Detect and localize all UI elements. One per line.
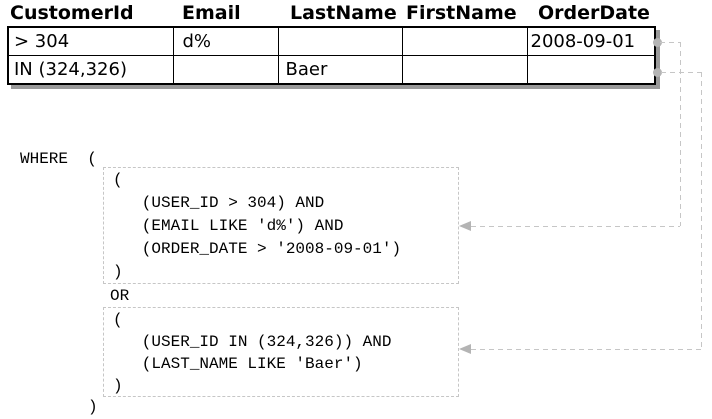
sql-line: (: [113, 311, 123, 329]
filter-cell-customerid-1[interactable]: > 304: [7, 26, 174, 56]
filter-row-1: > 304 d% 2008-09-01: [7, 26, 656, 56]
column-header-orderdate[interactable]: OrderDate: [538, 2, 650, 24]
filter-cell-orderdate-2[interactable]: [526, 55, 656, 85]
filter-cell-lastname-1[interactable]: [277, 26, 403, 56]
connector-2-line: [661, 72, 701, 73]
sql-where-close-paren: ): [88, 398, 98, 416]
column-header-firstname[interactable]: FirstName: [406, 2, 517, 24]
filter-grid: > 304 d% 2008-09-01 IN (324,326) Baer: [7, 26, 656, 85]
sql-line: (ORDER_DATE > '2008-09-01'): [113, 240, 402, 258]
sql-or-keyword: OR: [110, 287, 130, 305]
connector-2-arrowhead-icon: [459, 344, 471, 354]
column-header-email[interactable]: Email: [182, 2, 241, 24]
connector-1-line: [660, 42, 680, 43]
filter-cell-customerid-2[interactable]: IN (324,326): [7, 55, 174, 85]
connector-1-line: [680, 42, 681, 226]
connector-1-anchor-dot: [653, 38, 662, 47]
sql-line: (LAST_NAME LIKE 'Baer'): [113, 355, 363, 373]
sql-where-keyword: WHERE (: [20, 150, 97, 168]
filter-row-2: IN (324,326) Baer: [7, 55, 656, 85]
sql-line: (USER_ID IN (324,326)) AND: [113, 333, 392, 351]
sql-line: (: [113, 171, 123, 189]
connector-1-arrowhead-icon: [459, 221, 471, 231]
filter-cell-email-1[interactable]: d%: [172, 26, 279, 56]
filter-cell-email-2[interactable]: [172, 55, 279, 85]
sql-group-1-text: ( (USER_ID > 304) AND (EMAIL LIKE 'd%') …: [104, 168, 458, 284]
sql-line: ): [113, 377, 123, 395]
filter-cell-orderdate-1[interactable]: 2008-09-01: [526, 26, 656, 56]
column-header-customerid[interactable]: CustomerId: [10, 2, 134, 24]
column-header-lastname[interactable]: LastName: [290, 2, 397, 24]
sql-group-2-box: ( (USER_ID IN (324,326)) AND (LAST_NAME …: [103, 307, 459, 397]
connector-2-line: [701, 72, 702, 349]
filter-cell-firstname-1[interactable]: [401, 26, 528, 56]
sql-line: ): [113, 263, 123, 281]
sql-line: (EMAIL LIKE 'd%') AND: [113, 217, 344, 235]
sql-group-2-text: ( (USER_ID IN (324,326)) AND (LAST_NAME …: [104, 308, 458, 397]
connector-1-line: [471, 226, 680, 227]
filter-cell-firstname-2[interactable]: [401, 55, 528, 85]
sql-group-1-box: ( (USER_ID > 304) AND (EMAIL LIKE 'd%') …: [103, 167, 459, 284]
sql-line: (USER_ID > 304) AND: [113, 194, 325, 212]
connector-2-line: [471, 349, 701, 350]
connector-2-anchor-dot: [653, 68, 662, 77]
filter-cell-lastname-2[interactable]: Baer: [277, 55, 403, 85]
